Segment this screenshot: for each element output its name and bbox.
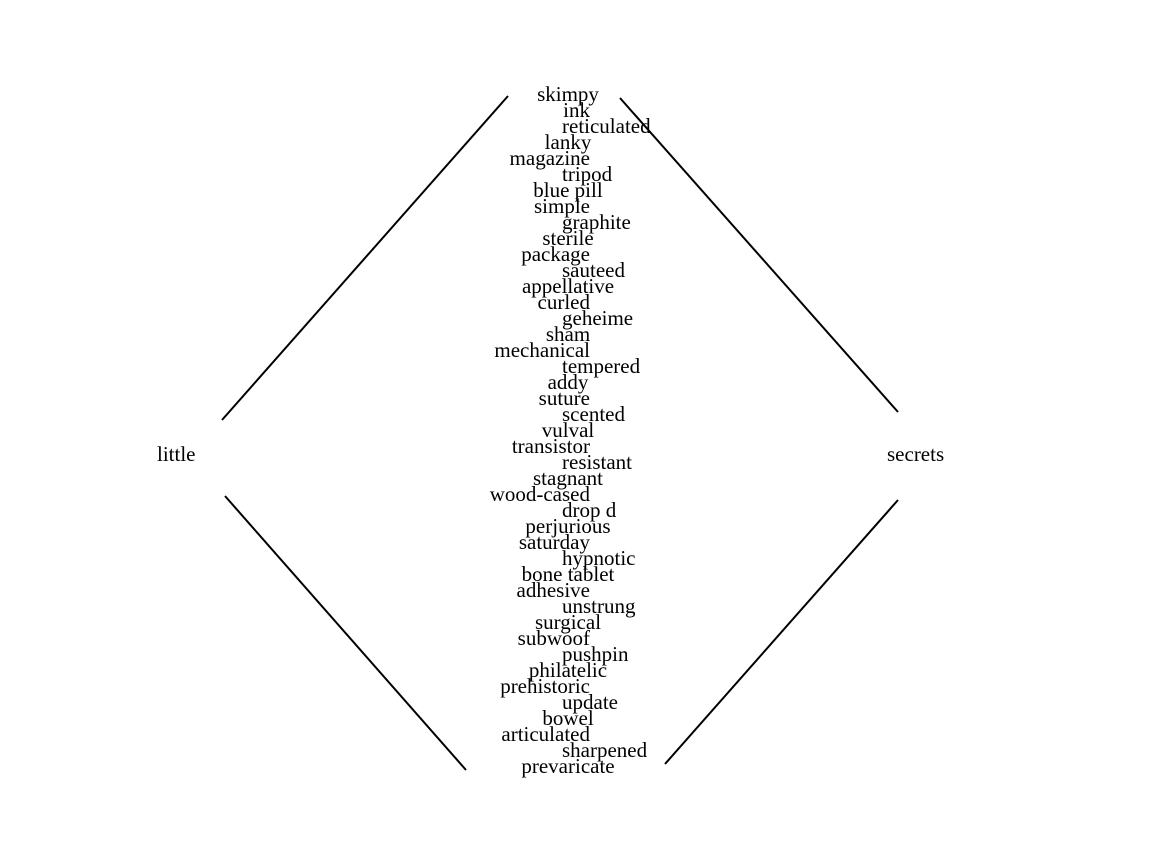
word-38: update: [562, 690, 618, 714]
word-30: bone tablet: [522, 562, 615, 586]
word-12: appellative: [522, 274, 614, 298]
word-42: prevaricate: [521, 754, 614, 778]
word-33: surgical: [535, 610, 601, 634]
word-18: addy: [548, 370, 589, 394]
word-8: graphite: [562, 210, 631, 234]
word-1: ink: [563, 98, 590, 122]
word-37: prehistoric: [500, 674, 590, 698]
word-25: wood-cased: [490, 482, 591, 506]
word-14: geheime: [562, 306, 633, 330]
word-26: drop d: [562, 498, 617, 522]
word-40: articulated: [501, 722, 590, 746]
word-29: hypnotic: [562, 546, 636, 570]
word-35: pushpin: [562, 642, 629, 666]
word-39: bowel: [542, 706, 593, 730]
word-21: vulval: [542, 418, 595, 442]
right-word: secrets: [887, 442, 944, 466]
word-32: unstrung: [562, 594, 636, 618]
word-22: transistor: [512, 434, 590, 458]
word-0: skimpy: [537, 82, 599, 106]
word-28: saturday: [519, 530, 591, 554]
word-13: curled: [538, 290, 591, 314]
edge-left-top: [221, 95, 509, 421]
word-9: sterile: [542, 226, 593, 250]
word-17: tempered: [562, 354, 641, 378]
word-41: sharpened: [562, 738, 648, 762]
word-10: package: [521, 242, 590, 266]
word-4: magazine: [510, 146, 590, 170]
word-20: scented: [562, 402, 625, 426]
edge-left-bottom: [224, 495, 467, 771]
word-7: simple: [534, 194, 590, 218]
edge-right-bottom: [664, 499, 899, 765]
word-11: sauteed: [562, 258, 625, 282]
word-34: subwoof: [518, 626, 590, 650]
word-31: adhesive: [517, 578, 590, 602]
word-5: tripod: [562, 162, 613, 186]
word-column: skimpyinkreticulatedlankymagazinetripodb…: [490, 82, 651, 778]
word-36: philatelic: [529, 658, 607, 682]
word-24: stagnant: [533, 466, 603, 490]
word-2: reticulated: [562, 114, 651, 138]
word-16: mechanical: [494, 338, 590, 362]
word-23: resistant: [562, 450, 632, 474]
word-19: suture: [539, 386, 590, 410]
word-3: lanky: [545, 130, 592, 154]
edge-right-top: [619, 97, 899, 413]
word-27: perjurious: [525, 514, 610, 538]
left-word: little: [157, 442, 196, 466]
word-15: sham: [546, 322, 590, 346]
word-6: blue pill: [533, 178, 603, 202]
